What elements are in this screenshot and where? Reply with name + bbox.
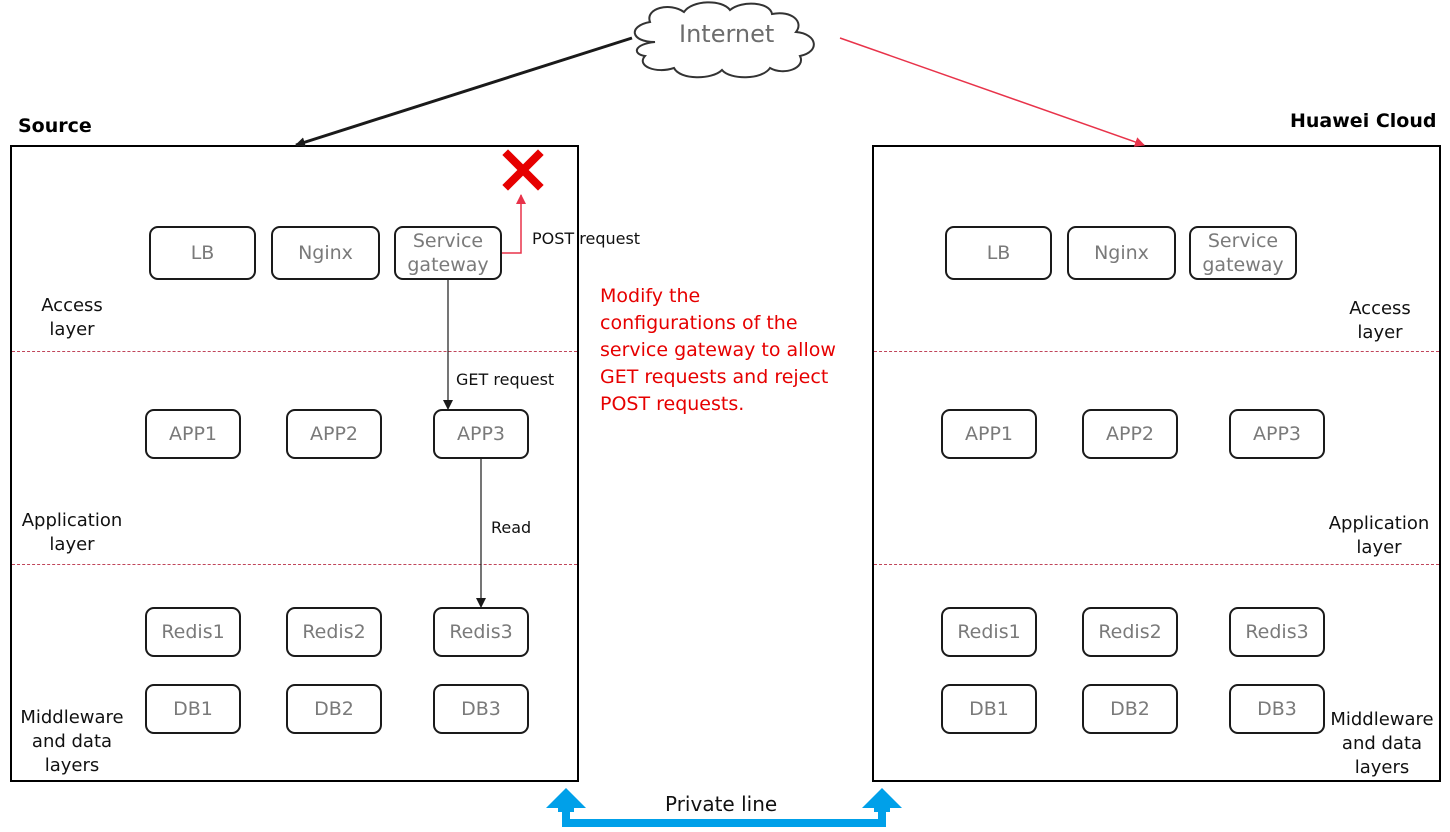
source-db2-node: DB2 — [286, 684, 382, 734]
cloud-middleware-layer-label: Middleware and data layers — [1330, 709, 1434, 778]
huawei-cloud-title: Huawei Cloud — [1290, 110, 1437, 132]
cloud-divider-app-middleware — [874, 564, 1439, 565]
source-app2-node: APP2 — [286, 409, 382, 459]
source-db1-node: DB1 — [145, 684, 241, 734]
internet-cloud-icon — [633, 1, 815, 79]
source-app3-node: APP3 — [433, 409, 529, 459]
source-divider-access-app — [12, 351, 577, 352]
source-redis2-node: Redis2 — [286, 607, 382, 657]
cloud-db2-node: DB2 — [1082, 684, 1178, 734]
cloud-redis2-node: Redis2 — [1082, 607, 1178, 657]
cloud-db1-node: DB1 — [941, 684, 1037, 734]
source-lb-node: LB — [149, 226, 256, 280]
private-line-connector — [546, 788, 902, 827]
cloud-app1-node: APP1 — [941, 409, 1037, 459]
get-request-label: GET request — [456, 370, 555, 389]
cloud-redis1-node: Redis1 — [941, 607, 1037, 657]
source-db3-node: DB3 — [433, 684, 529, 734]
read-label: Read — [491, 518, 532, 537]
cloud-app2-node: APP2 — [1082, 409, 1178, 459]
post-request-arrow — [502, 194, 526, 254]
source-redis3-node: Redis3 — [433, 607, 529, 657]
internet-to-source-arrow — [295, 36, 633, 148]
source-nginx-node: Nginx — [271, 226, 380, 280]
cloud-divider-access-app — [874, 351, 1439, 352]
source-service-gateway-node: Service gateway — [394, 226, 502, 280]
source-app1-node: APP1 — [145, 409, 241, 459]
cloud-db3-node: DB3 — [1229, 684, 1325, 734]
cloud-service-gateway-node: Service gateway — [1189, 226, 1297, 280]
service-gateway-note: Modify the configurations of the service… — [600, 285, 836, 415]
cloud-nginx-node: Nginx — [1067, 226, 1176, 280]
cloud-lb-node: LB — [945, 226, 1052, 280]
post-request-label: POST request — [532, 229, 641, 248]
source-divider-app-middleware — [12, 564, 577, 565]
source-title: Source — [18, 115, 92, 137]
reject-x-icon — [502, 149, 544, 191]
private-line-label: Private line — [665, 792, 778, 816]
cloud-redis3-node: Redis3 — [1229, 607, 1325, 657]
source-access-layer-label: Access layer — [41, 295, 103, 340]
source-application-layer-label: Application layer — [21, 510, 123, 555]
cloud-access-layer-label: Access layer — [1349, 298, 1411, 343]
internet-to-cloud-arrow — [839, 37, 1145, 147]
source-middleware-layer-label: Middleware and data layers — [20, 707, 124, 776]
cloud-application-layer-label: Application layer — [1328, 513, 1430, 558]
cloud-app3-node: APP3 — [1229, 409, 1325, 459]
source-redis1-node: Redis1 — [145, 607, 241, 657]
internet-label: Internet — [679, 20, 775, 48]
